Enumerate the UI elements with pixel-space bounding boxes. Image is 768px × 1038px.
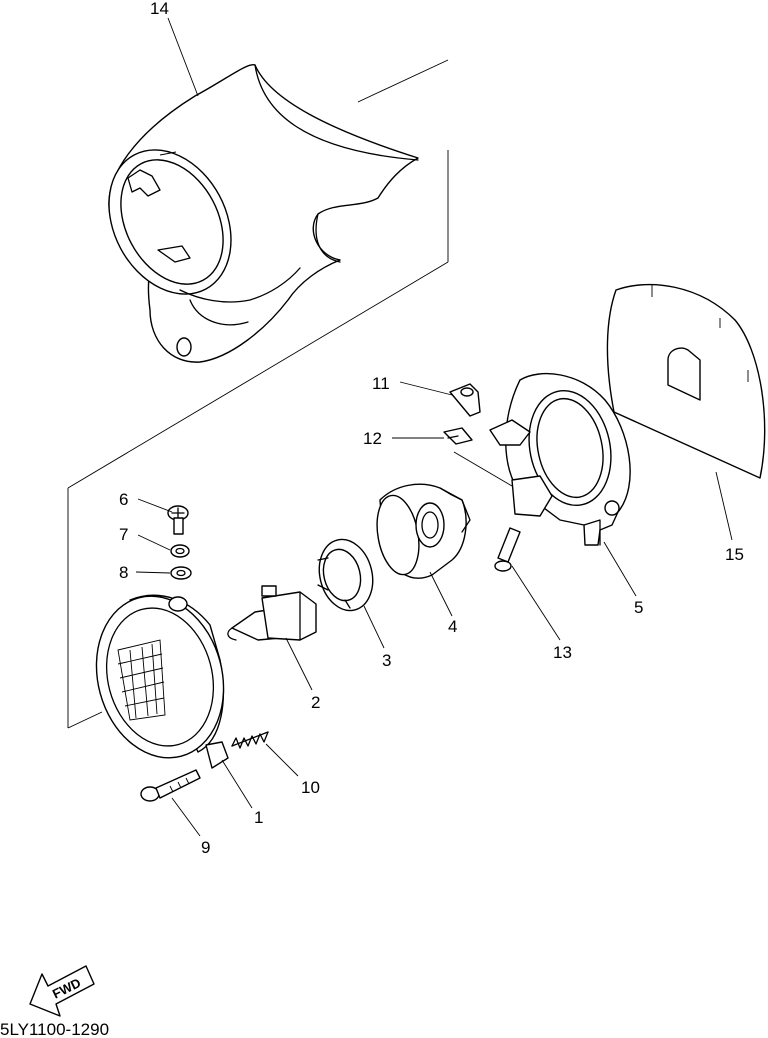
plain-washer xyxy=(170,566,192,580)
headlight-bulb xyxy=(227,585,317,641)
mounting-bracket xyxy=(489,372,631,546)
adjusting-bolt xyxy=(140,769,201,802)
headlight-unit xyxy=(95,594,229,769)
callout-14: 14 xyxy=(150,0,169,18)
callout-1: 1 xyxy=(254,808,263,827)
callout-6: 6 xyxy=(119,490,128,509)
callout-7: 7 xyxy=(119,525,128,544)
reflector-plate xyxy=(606,283,766,479)
callout-8: 8 xyxy=(119,563,128,582)
callout-4: 4 xyxy=(448,617,457,636)
callout-2: 2 xyxy=(311,693,320,712)
callout-3: 3 xyxy=(382,651,391,670)
adjusting-spring xyxy=(231,731,269,749)
fwd-arrow-icon: FWD xyxy=(29,965,95,1017)
adjusting-screw xyxy=(167,505,189,535)
drawing-code: 5LY1100-1290 xyxy=(0,1020,109,1038)
socket-cover xyxy=(376,483,471,579)
mounting-bolt xyxy=(494,527,521,572)
callout-13: 13 xyxy=(553,643,572,662)
assembly-frame xyxy=(67,59,513,729)
spring-washer xyxy=(170,544,190,558)
callout-10: 10 xyxy=(301,778,320,797)
callout-15: 15 xyxy=(725,545,744,564)
retaining-clip xyxy=(449,383,481,417)
leader-lines xyxy=(135,17,733,837)
bulb-holder-ring xyxy=(317,538,374,612)
callout-5: 5 xyxy=(634,598,643,617)
callout-12: 12 xyxy=(363,429,382,448)
callout-9: 9 xyxy=(201,838,210,857)
headlight-cowl xyxy=(108,64,419,363)
callout-11: 11 xyxy=(372,374,390,393)
nut-clip xyxy=(443,427,473,445)
callout-labels: 14 11 12 6 7 8 2 3 4 13 5 15 10 1 9 xyxy=(119,0,744,857)
